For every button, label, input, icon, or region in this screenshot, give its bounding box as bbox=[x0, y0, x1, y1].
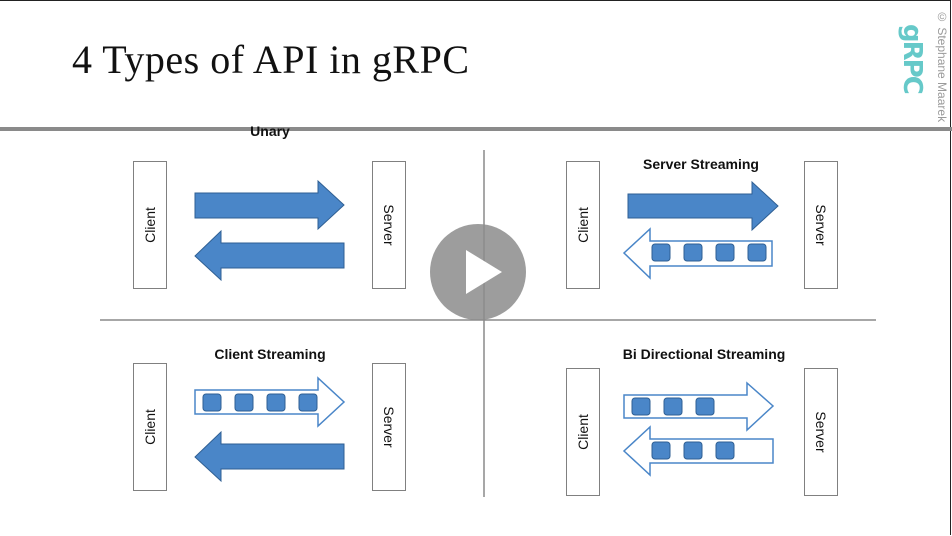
message-block bbox=[683, 441, 703, 460]
message-block bbox=[747, 243, 767, 262]
request-arrow bbox=[194, 179, 345, 231]
copyright-text: © Stephane Maarek bbox=[935, 10, 949, 123]
server-box-server-streaming: Server bbox=[804, 161, 838, 289]
message-block bbox=[651, 441, 671, 460]
client-box-unary: Client bbox=[133, 161, 167, 289]
grpc-logo: gRPC bbox=[897, 24, 927, 93]
message-block bbox=[202, 393, 222, 412]
panel-title-server-streaming: Server Streaming bbox=[643, 156, 759, 172]
play-icon bbox=[466, 250, 502, 294]
server-box-unary: Server bbox=[372, 161, 406, 289]
message-block bbox=[695, 397, 715, 416]
message-block bbox=[651, 243, 671, 262]
message-block bbox=[266, 393, 286, 412]
response-arrow bbox=[194, 229, 345, 282]
message-block bbox=[298, 393, 318, 412]
server-box-bidi-streaming: Server bbox=[804, 368, 838, 496]
slide-title: 4 Types of API in gRPC bbox=[72, 37, 470, 82]
client-box-server-streaming: Client bbox=[566, 161, 600, 289]
client-box-bidi-streaming: Client bbox=[566, 368, 600, 496]
message-block bbox=[715, 243, 735, 262]
client-box-client-streaming: Client bbox=[133, 363, 167, 491]
play-button[interactable] bbox=[430, 224, 526, 320]
header-divider bbox=[0, 127, 952, 131]
panel-title-unary: Unary bbox=[250, 123, 290, 139]
panel-title-client-streaming: Client Streaming bbox=[214, 346, 326, 362]
response-arrow bbox=[194, 430, 345, 483]
request-arrow bbox=[627, 180, 779, 232]
message-block bbox=[715, 441, 735, 460]
message-block bbox=[683, 243, 703, 262]
server-box-client-streaming: Server bbox=[372, 363, 406, 491]
message-block bbox=[631, 397, 651, 416]
message-block bbox=[663, 397, 683, 416]
message-block bbox=[234, 393, 254, 412]
panel-title-bidi-streaming: Bi Directional Streaming bbox=[622, 346, 786, 362]
